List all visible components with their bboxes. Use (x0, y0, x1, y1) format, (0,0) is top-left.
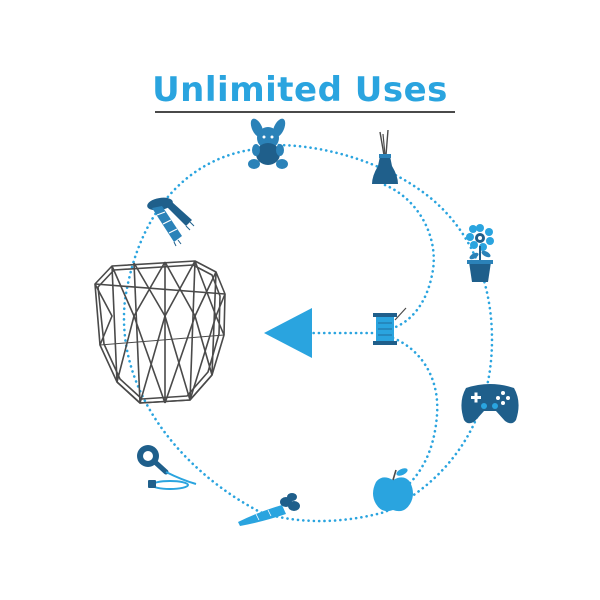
title-underline (155, 111, 455, 113)
dog-leash-icon (137, 445, 197, 490)
apple-icon (373, 468, 413, 512)
scarf-icon (147, 197, 195, 247)
page-title: Unlimited Uses (152, 70, 448, 110)
reed-diffuser-icon (372, 129, 398, 184)
wire-basket-icon (94, 260, 226, 404)
thread-spool-icon (373, 307, 407, 345)
inner-dotted-arc-top (383, 183, 435, 330)
outer-dotted-circle (122, 143, 494, 523)
plush-bunny-icon (248, 118, 288, 169)
game-controller-icon (461, 384, 519, 424)
flower-pot-icon (466, 224, 494, 282)
inner-dotted-arc-bottom (391, 336, 439, 494)
pointer-triangle-icon (264, 308, 312, 358)
dotted-connectors (122, 143, 494, 523)
carrot-icon (238, 493, 300, 526)
